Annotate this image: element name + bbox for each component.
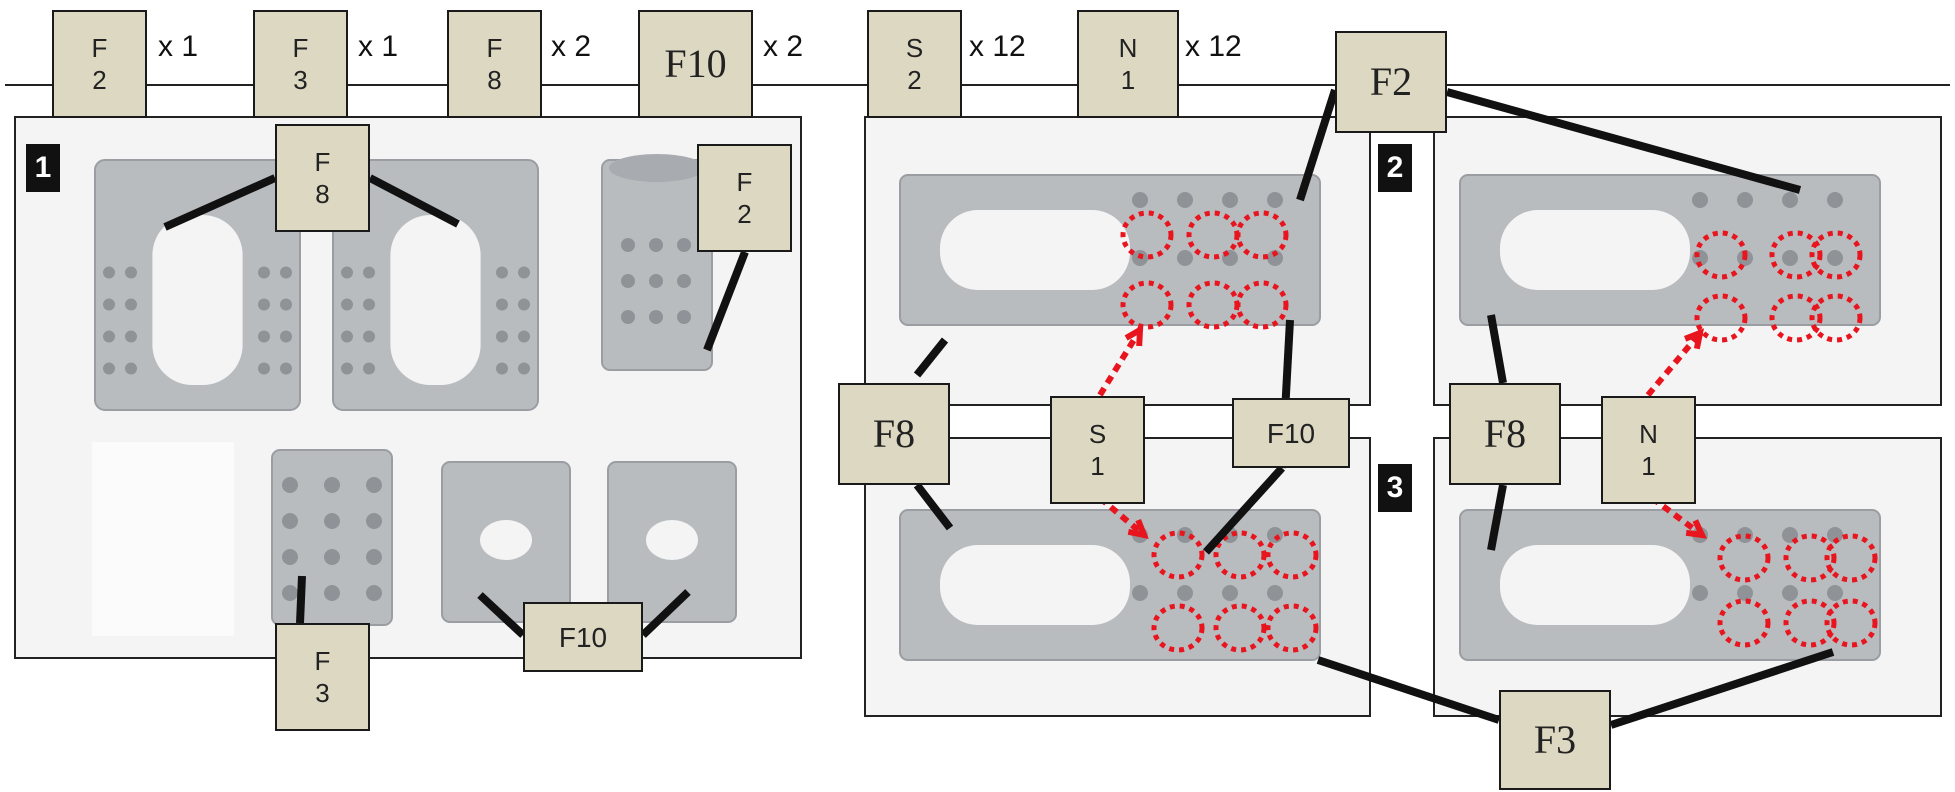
step2c-photo-panel bbox=[1433, 116, 1942, 406]
callout-f3-step1: F 3 bbox=[275, 623, 370, 731]
step-1-badge: 1 bbox=[26, 144, 60, 192]
callout-f2-step1: F 2 bbox=[697, 144, 792, 252]
callout-s1-letter: S bbox=[1088, 418, 1107, 449]
header-part-f2-number: 2 bbox=[92, 65, 107, 95]
callout-f3-bottom-code: F3 bbox=[1533, 717, 1577, 762]
callout-n1-number: 1 bbox=[1641, 451, 1656, 481]
header-part-f8-letter: F bbox=[486, 32, 503, 63]
header-part-s2-qty: x 12 bbox=[969, 30, 1026, 63]
header-part-f2-qty: x 1 bbox=[158, 30, 199, 63]
header-part-f2-tag: F 2 bbox=[52, 10, 147, 118]
header-part-f3-qty: x 1 bbox=[358, 30, 399, 63]
step-2-badge: 2 bbox=[1378, 144, 1412, 192]
header-part-f3-tag: F 3 bbox=[253, 10, 348, 118]
callout-f10-step1: F10 bbox=[523, 602, 643, 672]
callout-f2-top-code: F2 bbox=[1369, 59, 1413, 104]
callout-f8-step1: F 8 bbox=[275, 124, 370, 232]
callout-s1: S 1 bbox=[1050, 396, 1145, 504]
header-part-f3-number: 3 bbox=[293, 65, 308, 95]
callout-f8-left: F8 bbox=[838, 383, 950, 485]
callout-f2-top: F2 bbox=[1335, 31, 1447, 133]
header-part-s2-number: 2 bbox=[907, 65, 922, 95]
header-part-f2-letter: F bbox=[91, 32, 108, 63]
header-part-f8-number: 8 bbox=[487, 65, 502, 95]
callout-f2-step1-number: 2 bbox=[737, 199, 752, 229]
callout-f8-right-code: F8 bbox=[1483, 411, 1527, 456]
callout-f3-step1-number: 3 bbox=[315, 678, 330, 708]
callout-f10-right: F10 bbox=[1232, 398, 1350, 468]
header-part-n1-number: 1 bbox=[1120, 65, 1136, 95]
header-part-s2-tag: S 2 bbox=[867, 10, 962, 118]
callout-n1-letter: N bbox=[1639, 418, 1658, 449]
header-part-f10-tag: F10 bbox=[638, 10, 753, 118]
header-divider-line bbox=[5, 84, 1950, 86]
header-part-f8-qty: x 2 bbox=[551, 30, 592, 63]
callout-f8-step1-number: 8 bbox=[315, 179, 330, 209]
step2a-photo-panel bbox=[864, 116, 1371, 406]
step-3-badge: 3 bbox=[1378, 464, 1412, 512]
header-part-f10-code: F10 bbox=[664, 41, 727, 86]
callout-f8-right: F8 bbox=[1449, 383, 1561, 485]
callout-f3-bottom: F3 bbox=[1499, 690, 1611, 790]
callout-f10-step1-code: F10 bbox=[558, 621, 608, 653]
callout-n1: N 1 bbox=[1601, 396, 1696, 504]
header-part-n1-qty: x 12 bbox=[1185, 30, 1242, 63]
callout-f2-step1-letter: F bbox=[736, 166, 753, 197]
header-part-s2-letter: S bbox=[905, 32, 924, 63]
header-part-f10-qty: x 2 bbox=[763, 30, 804, 63]
header-part-n1-tag: N 1 bbox=[1077, 10, 1179, 118]
blank-photo-patch bbox=[92, 442, 234, 636]
callout-f8-left-code: F8 bbox=[872, 411, 916, 456]
callout-f8-step1-letter: F bbox=[314, 146, 331, 177]
callout-f3-step1-letter: F bbox=[314, 645, 331, 676]
callout-f10-right-code: F10 bbox=[1266, 417, 1316, 449]
callout-s1-number: 1 bbox=[1090, 451, 1105, 481]
header-part-n1-letter: N bbox=[1118, 32, 1138, 63]
header-part-f8-tag: F 8 bbox=[447, 10, 542, 118]
header-part-f3-letter: F bbox=[292, 32, 309, 63]
